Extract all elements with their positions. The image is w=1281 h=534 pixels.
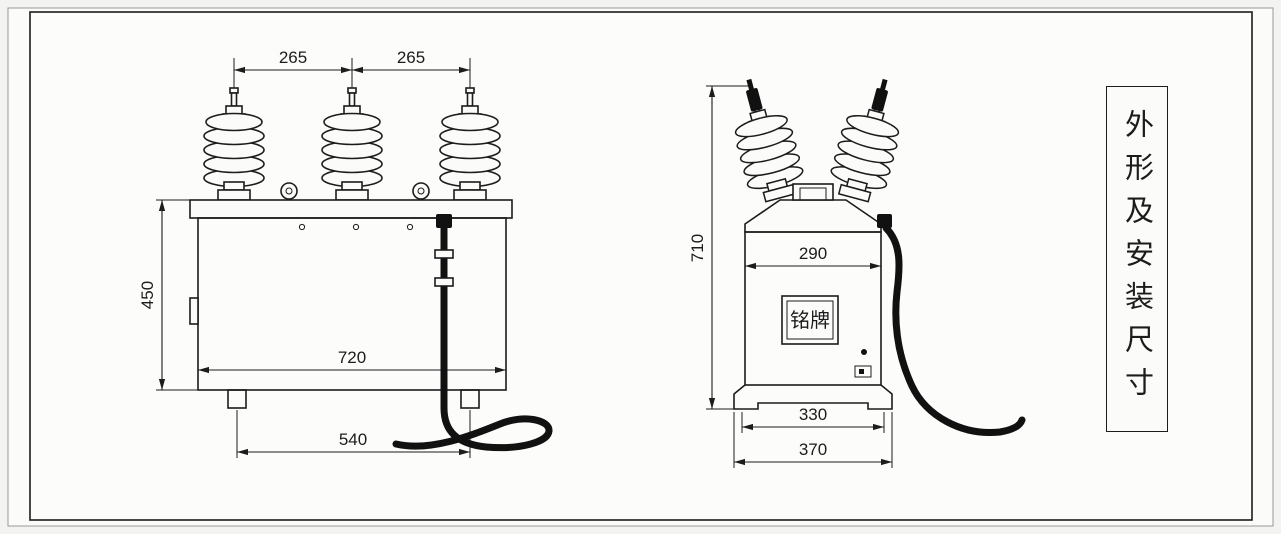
terminal-block (854, 365, 872, 378)
front-view: 265 265 450 720 (138, 48, 553, 458)
dimension-label-265-left: 265 (279, 48, 307, 67)
drawing-frame (29, 11, 1253, 521)
cable-clamp (434, 277, 454, 287)
lifting-lug-left (280, 182, 298, 200)
title-panel-text: 外形及安装尺寸 (1120, 108, 1155, 410)
bushing-side-left (724, 78, 809, 206)
title-panel: 外形及安装尺寸 (1106, 86, 1168, 432)
terminal-cap-icon (746, 88, 763, 112)
nameplate: 铭牌 (781, 295, 839, 345)
tank-body-side (744, 231, 882, 386)
cable-gland-side (877, 214, 892, 228)
cable-front (392, 224, 553, 452)
bushing-side-right (825, 78, 910, 206)
mounting-base (733, 384, 893, 410)
dimension-label-720: 720 (338, 348, 366, 367)
dimension-label-330: 330 (799, 405, 827, 424)
foot-right (460, 389, 480, 409)
cable-gland (436, 214, 452, 228)
top-handle (792, 183, 834, 201)
cable-side (882, 224, 1026, 437)
dimension-label-265-right: 265 (397, 48, 425, 67)
lid-bolt (298, 223, 306, 231)
side-view: 290 铭牌 710 330 370 (688, 78, 1026, 468)
foot-left (227, 389, 247, 409)
lid-bolt (406, 223, 414, 231)
lifting-lug-right (412, 182, 430, 200)
dimension-label-540: 540 (339, 430, 367, 449)
nameplate-label: 铭牌 (790, 308, 830, 332)
tank-lid (189, 199, 513, 219)
lid-bolt (352, 223, 360, 231)
dimension-label-290: 290 (799, 244, 827, 263)
dimension-label-710: 710 (688, 234, 707, 262)
cable-clamp (434, 249, 454, 259)
dimension-label-450: 450 (138, 281, 157, 309)
top-handle-inner (799, 187, 827, 201)
drain-dot (861, 349, 867, 355)
side-valve (189, 297, 199, 325)
dimension-label-370: 370 (799, 440, 827, 459)
terminal-cap-icon (871, 88, 888, 112)
terminal-block-mark (859, 369, 864, 374)
